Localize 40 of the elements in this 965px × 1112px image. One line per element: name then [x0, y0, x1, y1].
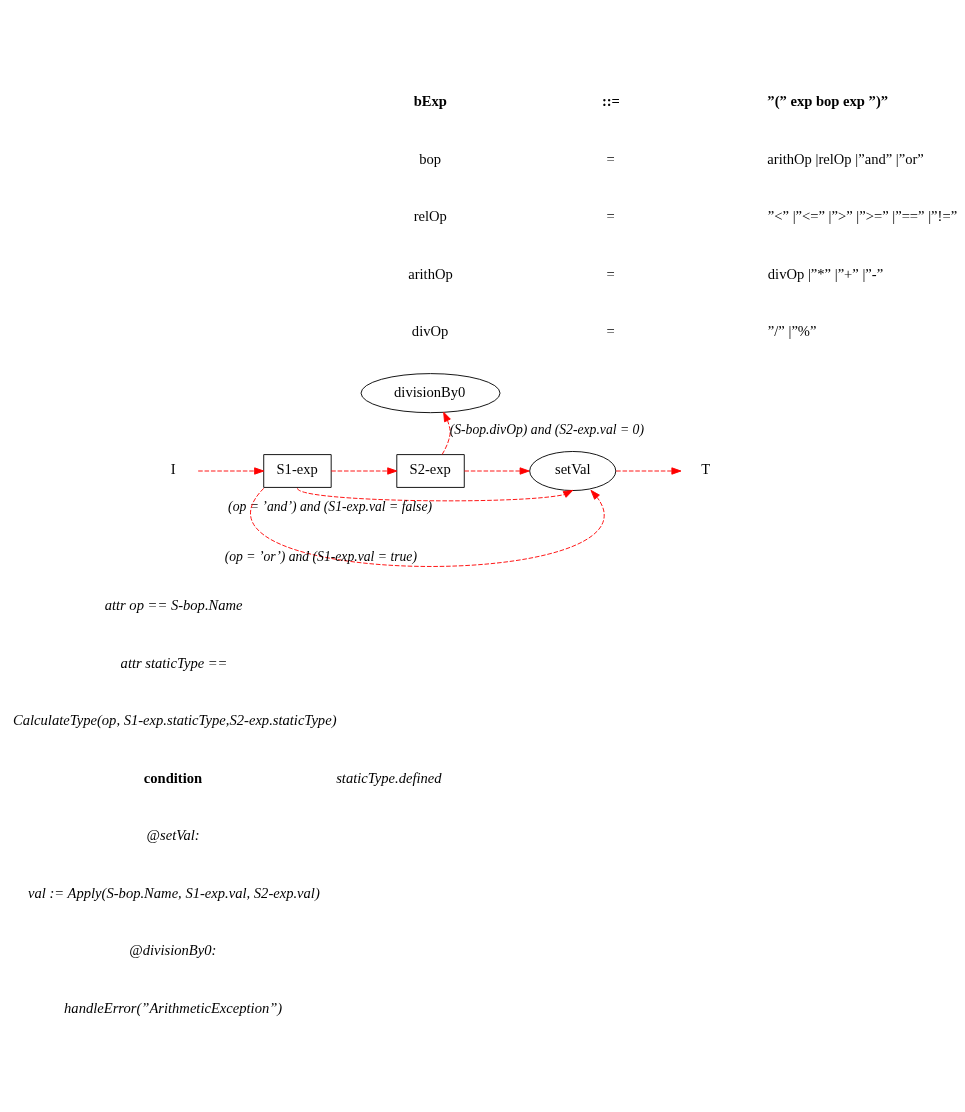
label: relOp — [413, 207, 447, 224]
label: = — [606, 207, 615, 224]
node-text: T — [701, 460, 711, 477]
edge-label: (op = ’and’) and (S1-exp.val = false) — [228, 498, 432, 514]
label: = — [606, 265, 615, 282]
label: handleError(”ArithmeticException”) — [64, 999, 283, 1015]
label: attr op == S-bop.Name — [104, 596, 243, 613]
label: CalculateType(op, S1-exp.staticType,S2-exp.staticType) — [13, 711, 337, 728]
label: ”/” |”%” — [767, 322, 817, 339]
label: arithOp |relOp |”and” |”or” — [767, 150, 924, 167]
arrow — [330, 466, 398, 475]
node-ellipse: divisionBy0 — [360, 372, 501, 413]
node-ellipse: setVal — [529, 450, 617, 491]
label: val := Apply(S-bop.Name, S1-exp.val, S2-exp.val) — [28, 884, 320, 901]
label: @divisionBy0: — [129, 941, 217, 958]
edge-label: (op = ’or’) and (S1-exp.val = true) — [224, 548, 417, 564]
node-text: I — [170, 460, 176, 477]
label: bExp — [413, 92, 447, 109]
arrow — [615, 466, 682, 475]
label: staticType.defined — [336, 769, 442, 786]
label: arithOp — [408, 265, 453, 282]
label: bop — [419, 150, 442, 167]
edge-label: (S-bop.divOp) and (S2-exp.val = 0) — [449, 421, 644, 437]
label: @setVal: — [146, 826, 200, 843]
node-box: S2-exp — [396, 453, 465, 488]
label: attr staticType == — [120, 654, 228, 671]
label: ::= — [601, 92, 620, 109]
label: ”(” exp bop exp ”)” — [767, 92, 889, 109]
arrow — [441, 411, 451, 455]
arrow — [250, 487, 605, 567]
arrow — [297, 487, 574, 501]
label: divOp |”*” |”+” |”-” — [767, 265, 884, 282]
arrow — [463, 466, 530, 475]
label: ”<” |”<=” |”>” |”>=” |”==” |”!=” — [767, 207, 958, 224]
label: = — [606, 150, 615, 167]
label: condition — [143, 769, 203, 786]
label: divOp — [411, 322, 449, 339]
node-box: S1-exp — [263, 453, 332, 488]
arrow — [197, 466, 265, 475]
label: = — [606, 322, 615, 339]
